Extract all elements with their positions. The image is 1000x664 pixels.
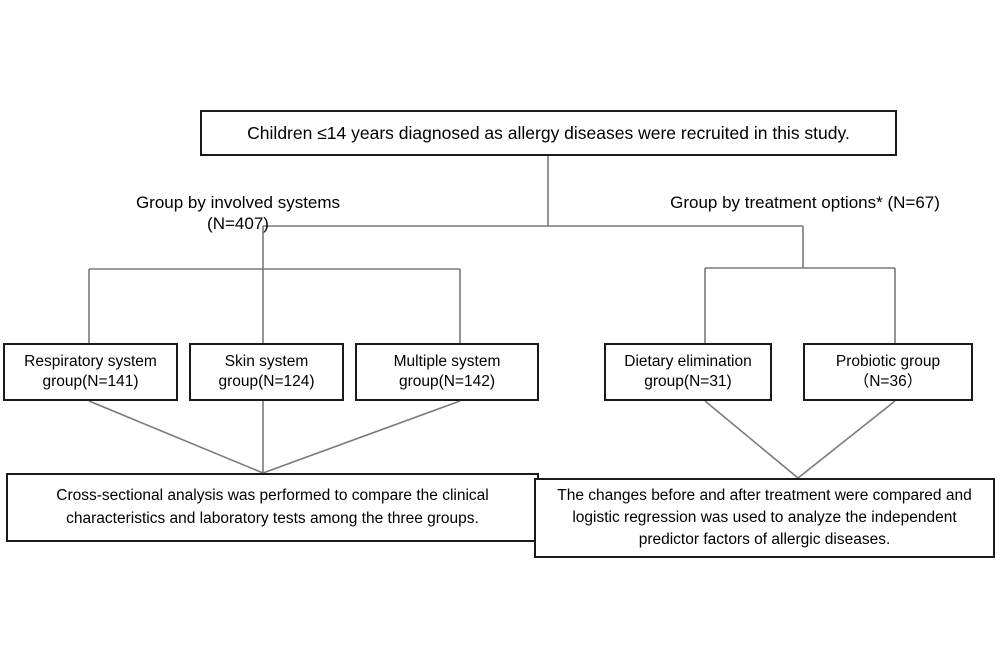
connector-converge-dietary [704,400,799,479]
conclusion-node-treatment-change: The changes before and after treatment w… [534,478,995,558]
group-node-skin-system: Skin system group(N=124) [189,343,344,401]
group-node-probiotic: Probiotic group （N=36） [803,343,973,401]
connector-converge-multiple [262,400,461,474]
connector-converge-probiotic [797,400,896,479]
group-node-respiratory-system: Respiratory system group(N=141) [3,343,178,401]
conclusion-node-cross-sectional: Cross-sectional analysis was performed t… [6,473,539,542]
connector-converge-respiratory [88,400,264,474]
group-node-dietary-elimination: Dietary elimination group(N=31) [604,343,772,401]
root-node-recruitment: Children ≤14 years diagnosed as allergy … [200,110,897,156]
branch-label-treatment-options: Group by treatment options* (N=67) [670,193,940,212]
branch-label-involved-systems: Group by involved systems (N=407) [135,193,341,233]
group-node-multiple-system: Multiple system group(N=142) [355,343,539,401]
